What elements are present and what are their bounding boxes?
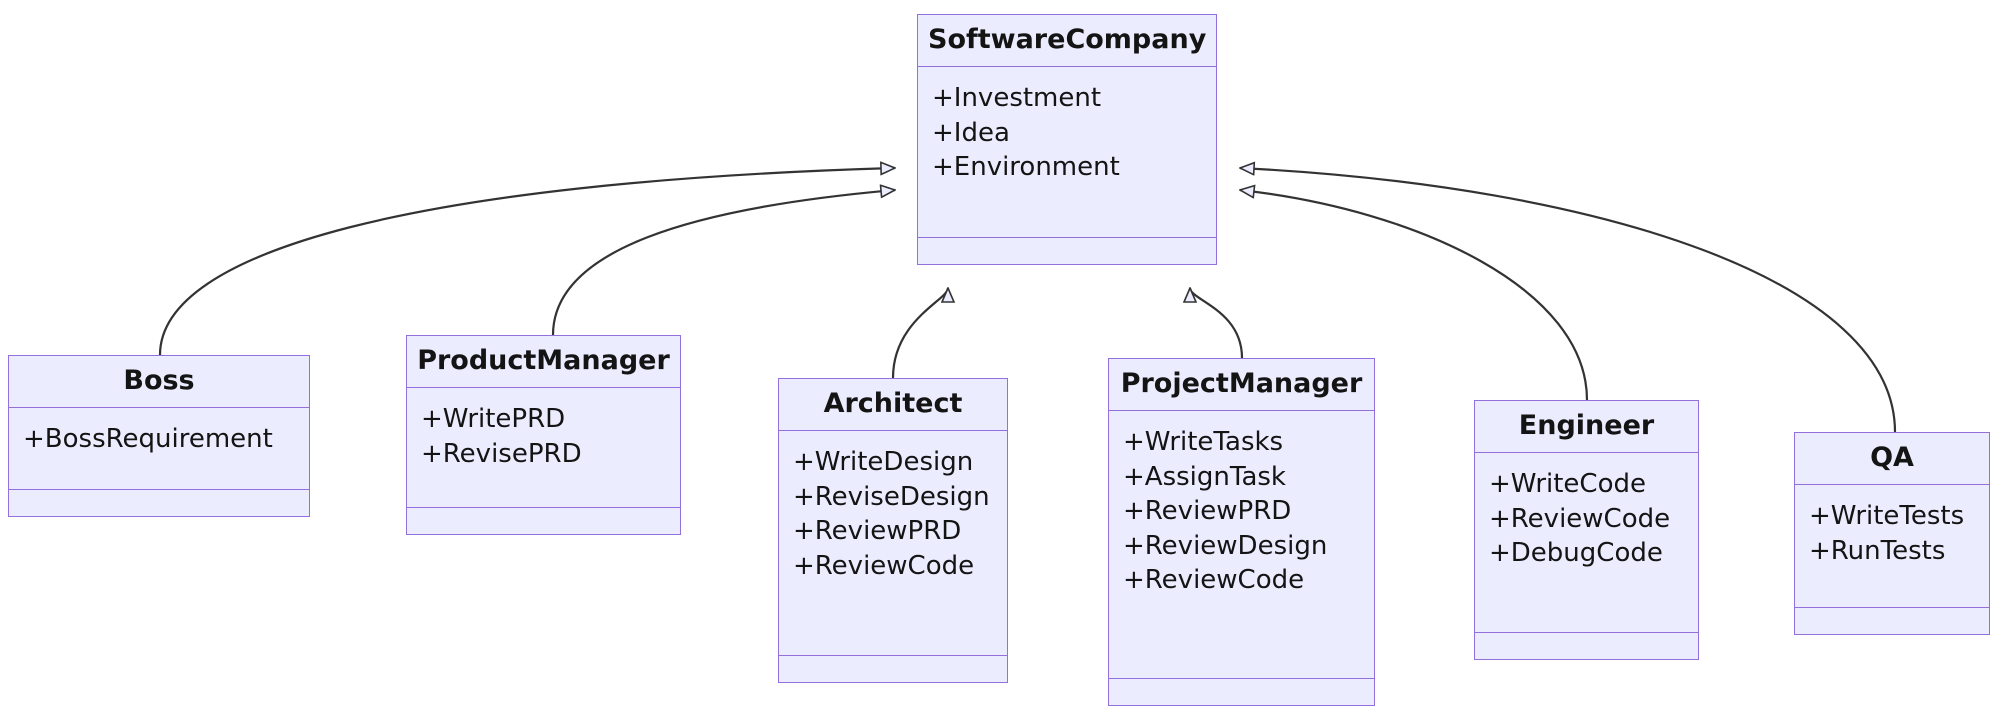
class-attributes-product-manager: +WritePRD +RevisePRD [407,388,680,508]
attribute-row: +ReviewDesign [1123,530,1328,561]
attribute-row: +WriteTasks [1123,427,1284,457]
class-box-project-manager[interactable]: ProjectManager +WriteTasks +AssignTask +… [1108,358,1375,706]
class-box-architect[interactable]: Architect +WriteDesign +ReviseDesign +Re… [778,378,1008,683]
attribute-row: +WriteDesign [793,447,974,477]
attribute-row: +WritePRD [421,404,566,434]
class-box-engineer[interactable]: Engineer +WriteCode +ReviewCode +DebugCo… [1474,400,1699,660]
attribute-row: +ReviewPRD [1123,496,1292,527]
class-name-qa: QA [1795,433,1989,485]
class-attributes-engineer: +WriteCode +ReviewCode +DebugCode [1475,453,1698,633]
attribute-row: +ReviewCode [1489,503,1671,534]
class-methods-architect [779,656,1007,682]
class-attributes-boss: +BossRequirement [9,408,309,490]
class-methods-qa [1795,608,1989,634]
class-box-software-company[interactable]: SoftwareCompany +Investment +Idea +Envir… [917,14,1217,265]
class-methods-engineer [1475,633,1698,659]
attribute-row: +AssignTask [1123,461,1286,492]
attribute-row: +ReviewPRD [793,516,962,547]
attribute-row: +WriteCode [1489,469,1646,499]
edge-boss-to-softwarecompany [158,168,895,356]
attribute-row: +ReviseDesign [793,481,990,512]
attribute-row: +RevisePRD [421,438,582,469]
class-box-boss[interactable]: Boss +BossRequirement [8,355,310,517]
class-name-project-manager: ProjectManager [1109,359,1374,411]
class-attributes-qa: +WriteTests +RunTests [1795,485,1989,608]
class-attributes-project-manager: +WriteTasks +AssignTask +ReviewPRD +Revi… [1109,411,1374,679]
class-methods-boss [9,490,309,516]
attribute-row: +BossRequirement [23,424,273,454]
edge-projectmanager-to-softwarecompany [1190,288,1244,359]
class-box-product-manager[interactable]: ProductManager +WritePRD +RevisePRD [406,335,681,535]
class-methods-project-manager [1109,679,1374,705]
class-name-engineer: Engineer [1475,401,1698,453]
class-methods-product-manager [407,508,680,534]
attribute-row: +WriteTests [1809,501,1965,531]
attribute-row: +Idea [932,117,1010,148]
class-attributes-architect: +WriteDesign +ReviseDesign +ReviewPRD +R… [779,431,1007,656]
attribute-row: +ReviewCode [1123,565,1305,596]
class-attributes-software-company: +Investment +Idea +Environment [918,67,1216,238]
class-methods-software-company [918,238,1216,264]
attribute-row: +Environment [932,152,1120,183]
class-name-software-company: SoftwareCompany [918,15,1216,67]
attribute-row: +Investment [932,83,1102,113]
class-name-architect: Architect [779,379,1007,431]
edge-productmanager-to-softwarecompany [551,190,895,336]
edge-architect-to-softwarecompany [891,288,948,379]
attribute-row: +RunTests [1809,535,1946,566]
class-name-boss: Boss [9,356,309,408]
class-box-qa[interactable]: QA +WriteTests +RunTests [1794,432,1990,635]
class-name-product-manager: ProductManager [407,336,680,388]
attribute-row: +ReviewCode [793,550,975,581]
attribute-row: +DebugCode [1489,538,1663,569]
